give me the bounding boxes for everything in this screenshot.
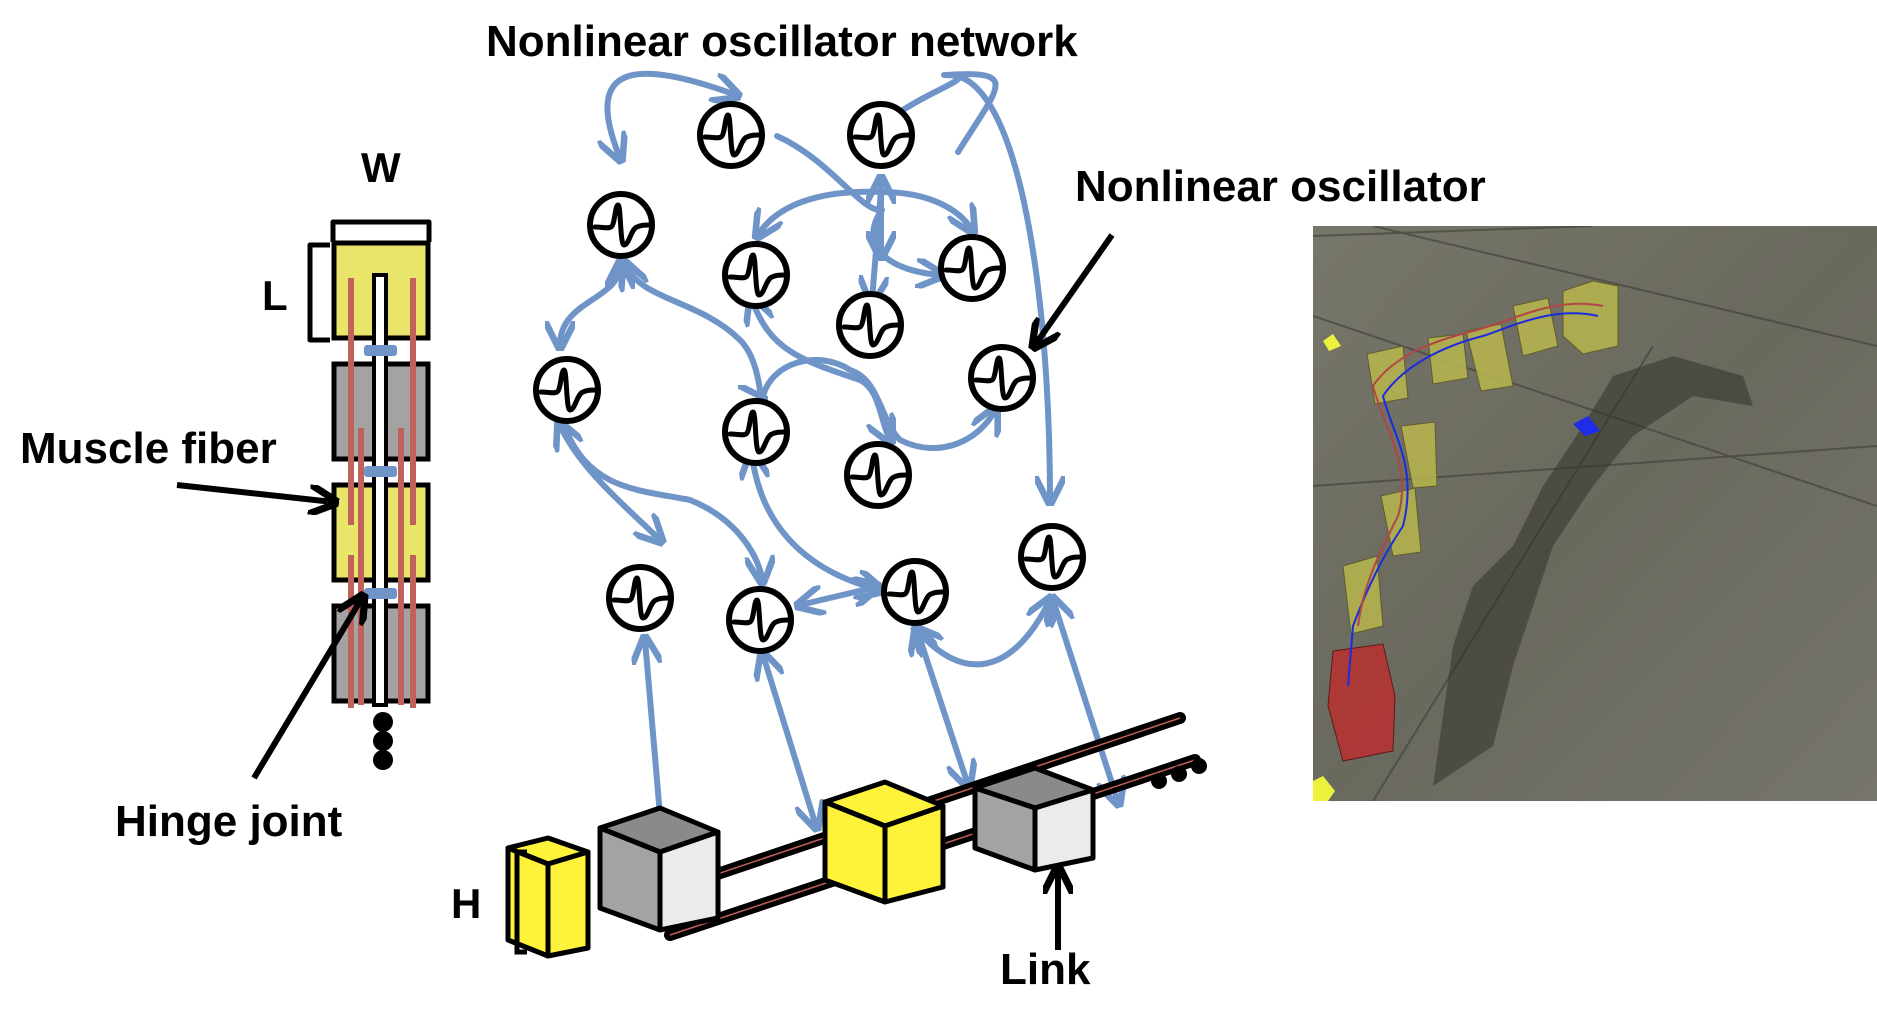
connection [870, 207, 940, 275]
continuation-dot [373, 712, 393, 732]
hinge-joint-marker [364, 345, 397, 356]
simulation-render [1313, 226, 1877, 801]
link-cube-gray [972, 765, 1096, 873]
continuation-dot [373, 750, 393, 770]
oscillator-node [590, 194, 652, 256]
connection [917, 630, 968, 785]
network-connections [560, 70, 1118, 862]
link-cube-yellow [822, 779, 946, 905]
link-chain-3d [505, 712, 1207, 959]
continuation-dot [373, 731, 393, 751]
oscillator-node [729, 589, 791, 651]
spine [372, 273, 388, 707]
continuation-dot [1151, 773, 1167, 789]
hinge-joint-marker [364, 466, 397, 477]
oscillator-node [536, 359, 598, 421]
yellow-marker [1323, 334, 1341, 351]
oscillator-node [839, 294, 901, 356]
length-bracket [307, 242, 330, 343]
muscle-fiber-label: Muscle fiber [20, 424, 277, 473]
connection [763, 655, 816, 826]
oscillator-node [725, 244, 787, 306]
muscle-fiber-pointer [176, 482, 333, 502]
muscle-fibers [348, 278, 416, 708]
connection [752, 300, 890, 440]
connection [1053, 600, 1118, 802]
oscillator-node [700, 104, 762, 166]
height-label: H [451, 880, 482, 927]
continuation-dot [1191, 758, 1207, 774]
robot-wires [1347, 302, 1604, 687]
link-label: Link [1000, 945, 1091, 994]
connection [800, 587, 876, 605]
hinge-joint-pointer [251, 598, 362, 780]
oscillator-label: Nonlinear oscillator [1075, 162, 1486, 211]
connection [878, 189, 972, 230]
connection [560, 265, 620, 345]
oscillator-node [850, 104, 912, 166]
oscillator-node [847, 444, 909, 506]
oscillator-node [884, 561, 946, 623]
oscillator-node [725, 401, 787, 463]
length-label: L [262, 272, 288, 319]
oscillator-node [609, 567, 671, 629]
robot-segments [1342, 280, 1619, 635]
network-title: Nonlinear oscillator network [486, 17, 1078, 66]
oscillator-nodes [536, 104, 1083, 651]
robot-head [1327, 643, 1396, 762]
connection [758, 188, 884, 235]
hinge-joint-marker [364, 588, 397, 599]
width-bracket [330, 219, 432, 242]
connection [759, 357, 995, 451]
continuation-dot [1171, 766, 1187, 782]
left-chain-diagram [176, 219, 432, 780]
yellow-marker-corner [1313, 776, 1335, 801]
oscillator-pointer [1035, 233, 1115, 345]
link-cube-gray [597, 805, 721, 933]
oscillator-node [971, 347, 1033, 409]
hinge-joint-label: Hinge joint [115, 797, 343, 846]
blue-marker [1573, 416, 1600, 436]
robot-shadow [1433, 356, 1753, 786]
link-cube-yellow [505, 835, 591, 959]
connection [607, 70, 736, 158]
oscillator-node [1021, 526, 1083, 588]
height-bracket [514, 849, 527, 955]
width-label: W [361, 144, 401, 191]
oscillator-node [941, 237, 1003, 299]
